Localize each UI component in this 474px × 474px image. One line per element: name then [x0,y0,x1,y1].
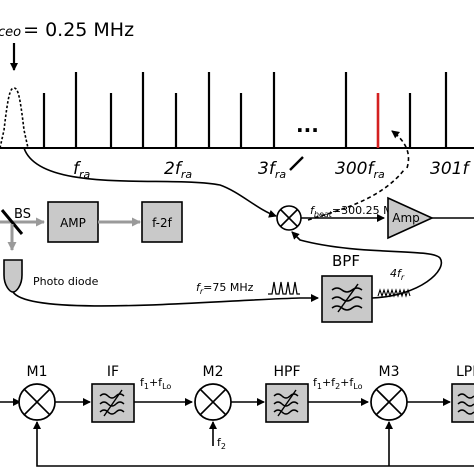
bpf-to-mixer-path [291,231,443,299]
f2f-box [141,201,183,243]
if-filter-icon [99,389,125,417]
m3-label: M3 [379,364,400,380]
lo-feedback-to-m1 [33,421,474,467]
tick-label: 3fra [258,159,286,181]
tick-label: fra [73,159,91,181]
comb-ellipsis: ... [296,113,319,137]
fourfr-pulse-icon [377,288,411,298]
lpf-box [451,383,474,423]
comb-lines [42,72,448,148]
bpf-filter-icon [331,283,363,313]
tick-label: 301f [430,159,471,179]
dashed-beat-arrow [391,130,410,169]
tick-label: 300fra [335,159,385,181]
fr-label: fr=75 MHz [196,281,254,296]
hpf-label: HPF [273,364,300,380]
bpf-label: BPF [332,252,360,270]
photodiode-to-bpf-path [12,291,319,307]
f2-label: f2 [217,436,226,451]
photodiode-label: Photo diode [33,275,99,288]
bs-label: BS [14,207,31,222]
pulse-train-icon [268,281,300,295]
amp-box [47,201,99,243]
comb-to-mixer-path [23,147,277,218]
if-label: IF [107,364,119,380]
amp-label: AMP [60,216,86,230]
lpf-label: LPF [456,364,474,380]
offset-gaussian [0,87,29,149]
fourfr-label: 4fr [390,267,405,282]
mixer-m2 [194,383,232,421]
if-filter-box [91,383,135,423]
hpf-filter-icon [273,389,299,417]
photodiode-icon [3,259,23,293]
mixer-m3 [370,383,408,421]
amp2-label: Amp [392,211,420,225]
mixer-chain: M1 IF f1+fLo M2 f2 HPF f1+f2+fL [0,364,474,467]
tick-label: 2fra [164,159,192,181]
frequency-comb: ceo= 0.25 MHz ... fra 2fra 3fra 300fra 3… [0,19,474,181]
fceo-label: ceo= 0.25 MHz [0,19,134,41]
m2-label: M2 [203,364,224,380]
f2f-label: f-2f [152,216,173,230]
sum1-label: f1+fLo [140,376,171,391]
beat-detection-chain: BS AMP f-2f Photo diode fr=75 MHz fbeat=… [0,130,474,323]
axis-break [289,156,304,171]
mixer-top [276,205,302,231]
m1-label: M1 [27,364,48,380]
sum2-label: f1+f2+fLo [313,376,363,391]
beam-splitter [0,209,24,235]
mixer-m1 [18,383,56,421]
lpf-filter-icon [457,393,474,415]
amplifier-triangle [387,196,434,240]
